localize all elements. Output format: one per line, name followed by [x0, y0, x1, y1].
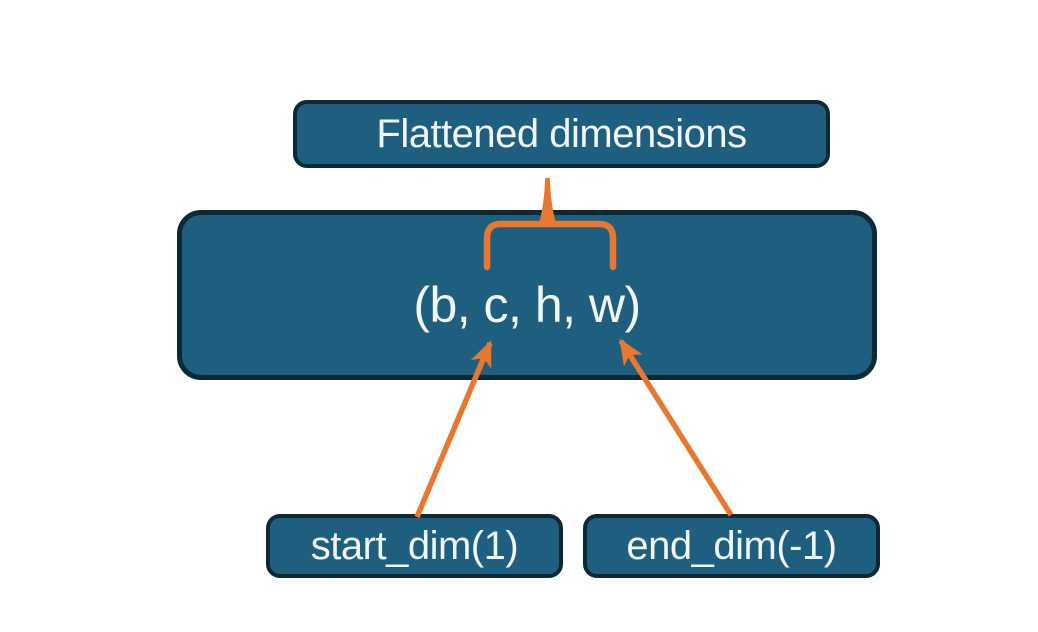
flattened-dimensions-label: Flattened dimensions: [376, 111, 747, 156]
tensor-shape-box: (b, c, h, w): [177, 210, 877, 380]
end-dim-box: end_dim(-1): [583, 514, 880, 578]
start-dim-label: start_dim(1): [310, 523, 519, 568]
start-dim-box: start_dim(1): [266, 514, 563, 578]
tensor-shape-label: (b, c, h, w): [413, 277, 641, 333]
end-dim-label: end_dim(-1): [626, 523, 837, 568]
flattened-dimensions-box: Flattened dimensions: [293, 100, 830, 168]
